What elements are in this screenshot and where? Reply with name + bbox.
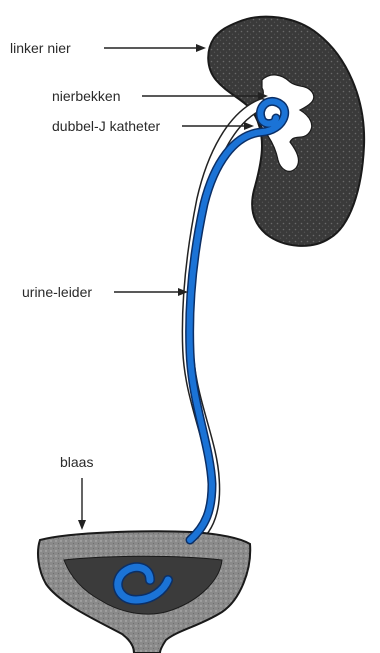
ureter-arrow <box>114 288 188 296</box>
label-renal-pelvis: nierbekken <box>52 89 121 103</box>
bladder <box>38 531 250 653</box>
bladder-arrow <box>78 478 86 530</box>
label-kidney: linker nier <box>10 41 71 55</box>
label-bladder: blaas <box>60 455 93 469</box>
label-ureter: urine-leider <box>22 285 92 299</box>
ureter <box>188 104 262 538</box>
label-double-j-catheter: dubbel-J katheter <box>52 119 160 133</box>
kidney-arrow <box>104 44 206 52</box>
